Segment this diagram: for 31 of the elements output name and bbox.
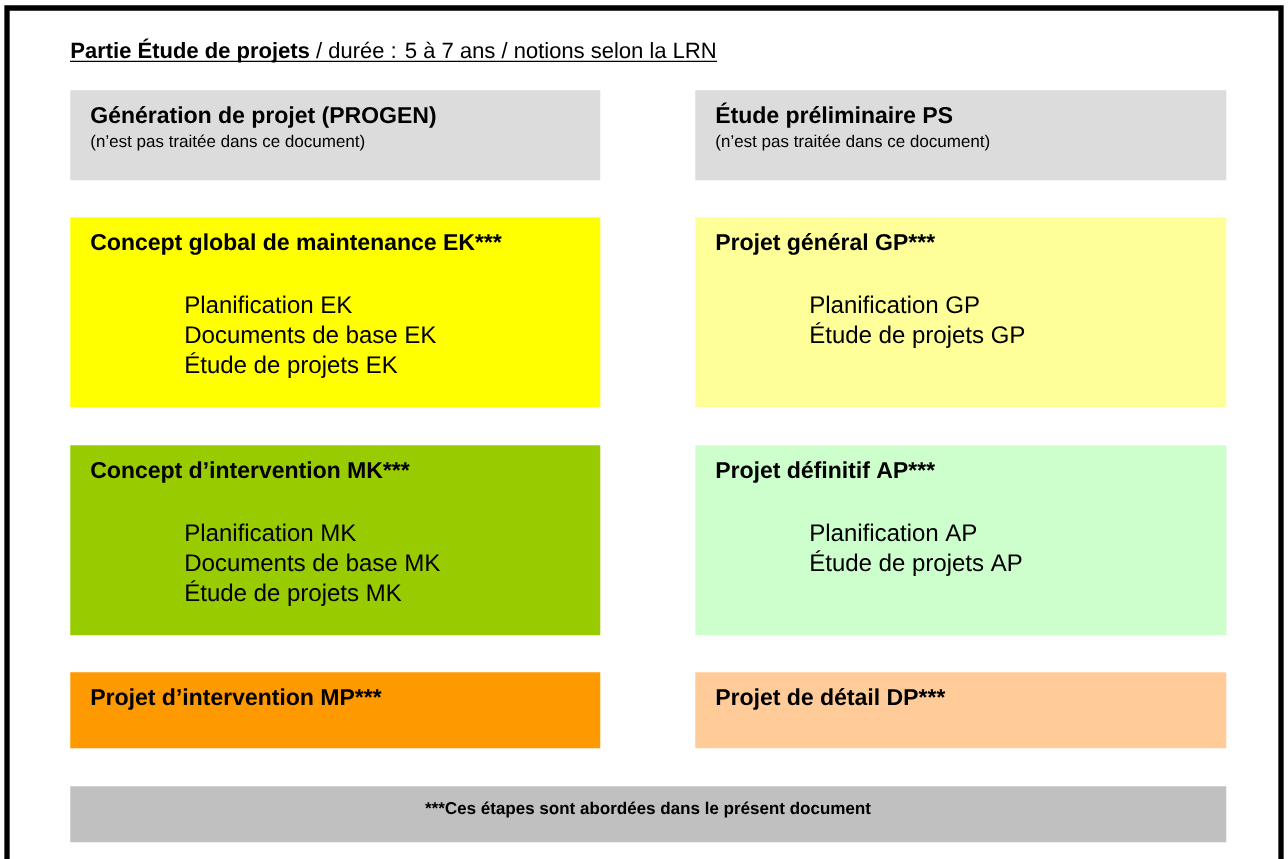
list-item: Étude de projets AP: [811, 550, 1022, 576]
stage-box: [695, 445, 1227, 636]
stage-box: [70, 672, 601, 749]
stage-box: [695, 217, 1227, 408]
list-item: Planification MK: [186, 523, 357, 542]
list-item: Documents de base EK: [186, 325, 437, 344]
list-item: Documents de base MK: [186, 553, 441, 572]
title: Partie Étude de projets / durée : 5 à 7 ans / notions selon la LRN: [69, 38, 718, 63]
list-item: Planification EK: [186, 295, 353, 314]
stage-box: [695, 672, 1227, 749]
box-heading: Projet définitif AP***: [716, 461, 936, 483]
box-heading: Projet de détail DP***: [716, 688, 946, 710]
box-note: (n’est pas traitée dans ce document): [716, 134, 990, 151]
box-heading: Concept global de maintenance EK***: [91, 233, 502, 255]
box-heading: Concept d’intervention MK***: [91, 461, 410, 483]
list-item: Étude de projets EK: [186, 352, 398, 378]
box-heading: Génération de projet (PROGEN): [91, 106, 436, 128]
list-item: Planification GP: [811, 295, 979, 314]
box-heading: Projet d’intervention MP***: [91, 688, 382, 710]
stage-box: [70, 786, 1227, 843]
stage-box: [70, 90, 601, 181]
stage-box: [695, 90, 1227, 181]
list-item: Planification AP: [811, 523, 977, 542]
footnote-text: ***Ces étapes sont abordées dans le présent document: [425, 801, 871, 818]
list-item: Étude de projets GP: [811, 322, 1025, 348]
stage-box: [70, 445, 601, 636]
box-note: (n’est pas traitée dans ce document): [91, 134, 365, 151]
list-item: Étude de projets MK: [186, 580, 402, 606]
stage-box: [70, 217, 601, 408]
box-heading: Étude préliminaire PS: [716, 102, 953, 128]
box-heading: Projet général GP***: [716, 233, 936, 255]
